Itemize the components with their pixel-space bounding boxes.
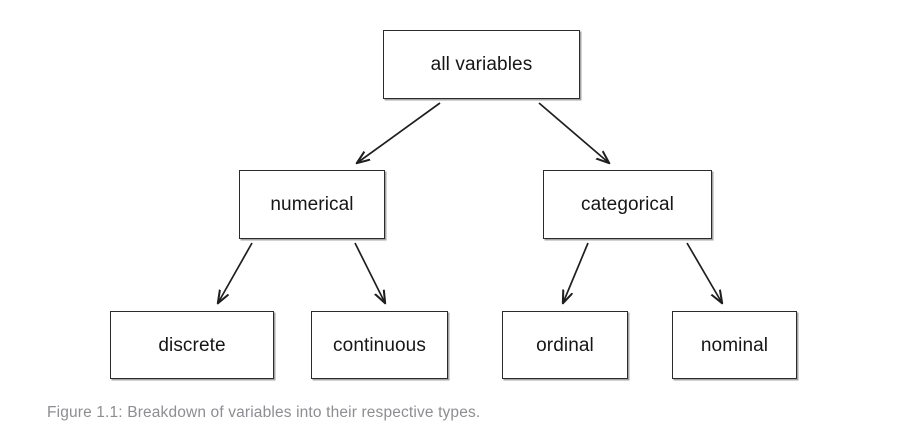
arrow-all-variables-to-categorical — [538, 102, 609, 163]
node-continuous-label: continuous — [333, 334, 426, 356]
node-all-variables-label: all variables — [430, 54, 533, 75]
node-ordinal: ordinal — [502, 311, 628, 379]
arrow-numerical-to-continuous — [354, 242, 385, 303]
node-categorical: categorical — [543, 170, 712, 239]
tree-arrows-layer — [0, 102, 921, 400]
arrow-all-variables-to-numerical — [357, 102, 441, 163]
node-all-variables: all variables — [383, 30, 580, 99]
node-discrete-label: discrete — [158, 334, 226, 356]
node-categorical-label: categorical — [581, 194, 674, 215]
arrow-categorical-to-ordinal — [563, 242, 589, 303]
node-ordinal-label: ordinal — [536, 334, 594, 356]
node-nominal: nominal — [672, 311, 797, 379]
arrow-categorical-to-nominal — [686, 242, 722, 303]
node-nominal-label: nominal — [700, 334, 769, 356]
node-numerical: numerical — [239, 170, 385, 239]
node-discrete: discrete — [110, 311, 274, 379]
node-continuous: continuous — [311, 311, 448, 379]
figure-caption: Figure 1.1: Breakdown of variables into … — [47, 404, 481, 421]
node-numerical-label: numerical — [270, 194, 354, 215]
arrow-numerical-to-discrete — [218, 242, 253, 303]
